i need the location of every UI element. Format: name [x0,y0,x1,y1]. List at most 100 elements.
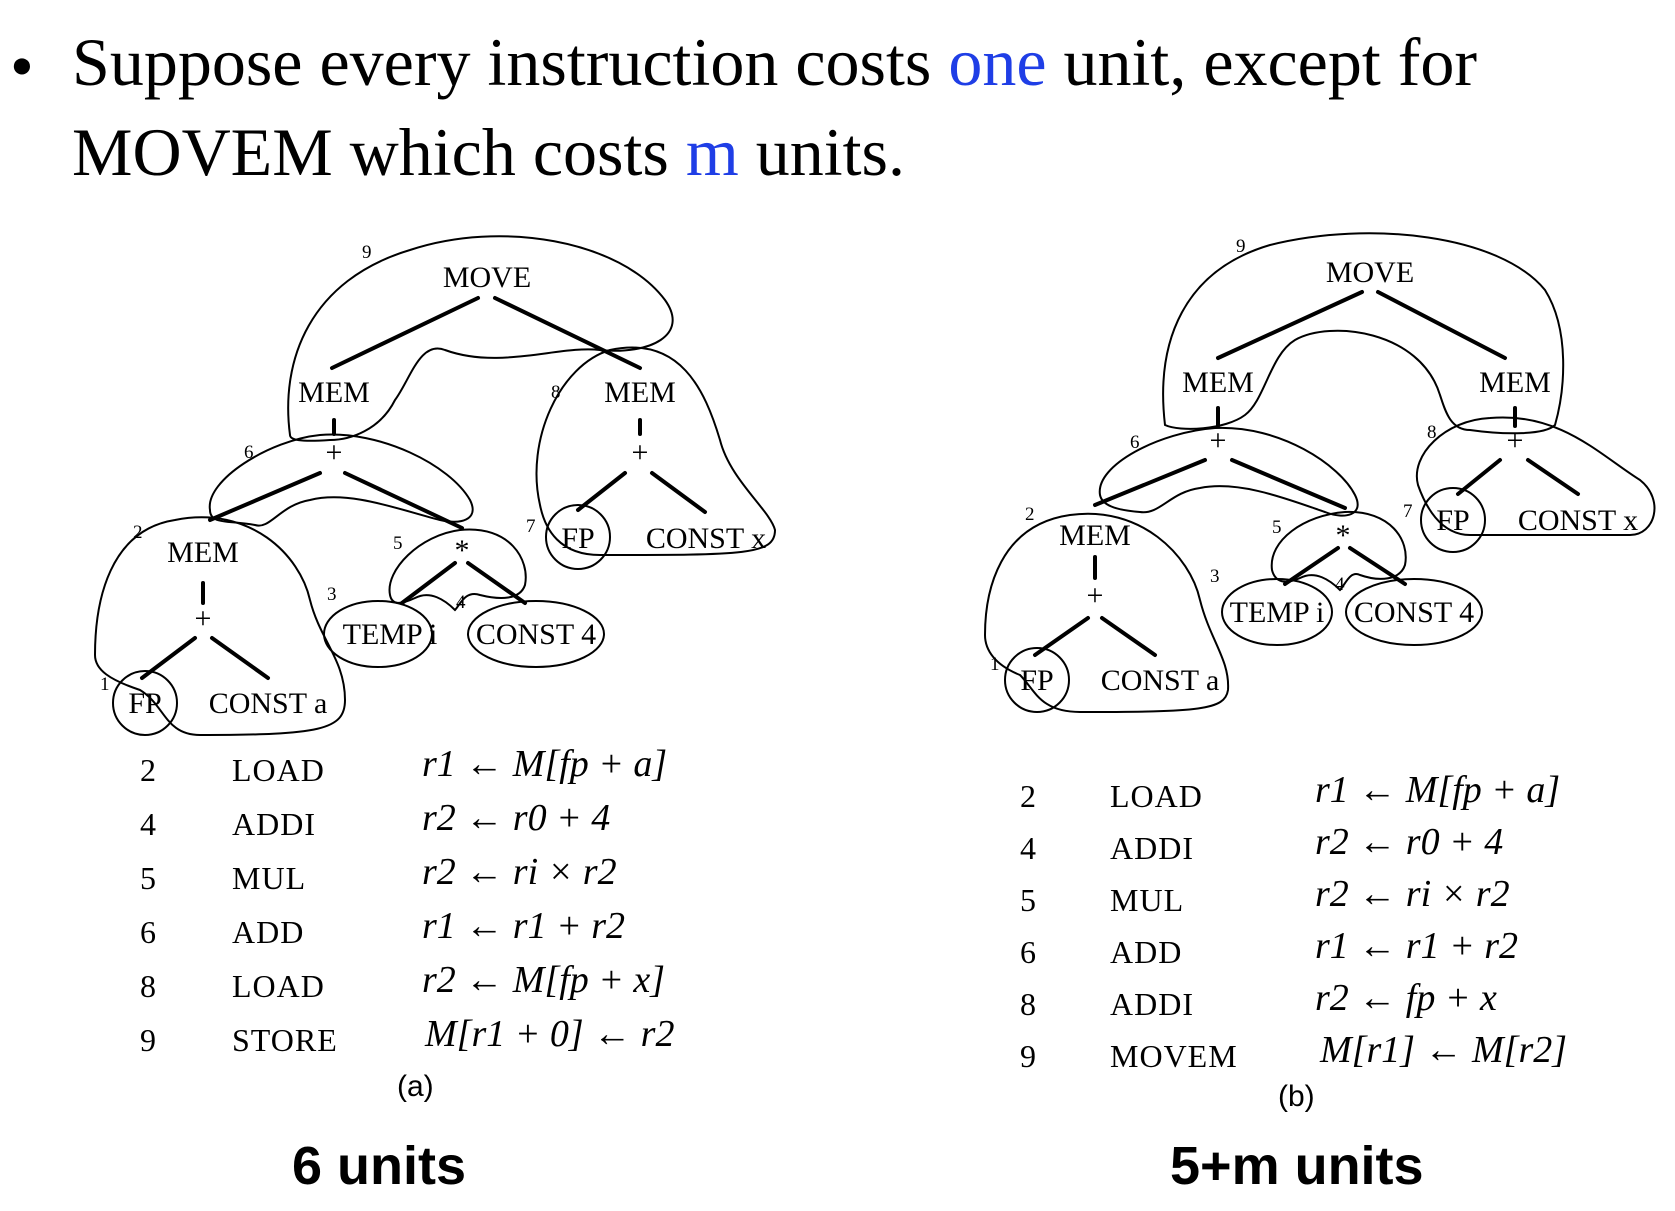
tile-number: 5 [393,533,403,554]
bullet-point: • [10,28,34,104]
node-plus: + [1210,424,1227,457]
code-opcode: ADDI [1110,986,1194,1022]
code-row: 4 ADDI r2 ← r0 + 4 [140,797,760,851]
tile-5 [388,528,527,612]
code-opcode: LOAD [1110,778,1203,814]
code-opcode: LOAD [232,968,325,1004]
node-const-x: CONST x [646,522,766,555]
tile-number: 6 [1130,432,1140,453]
tile-6 [208,433,474,527]
node-plus: + [1087,579,1104,612]
node-fp: FP [1020,664,1053,697]
tree-b: MOVE MEM MEM + + FP CONST x MEM * + TEMP… [983,232,1656,714]
tile-number: 9 [1236,236,1246,257]
tile-number: 2 [133,522,143,543]
tile-number: 4 [456,592,466,613]
code-number: 4 [140,806,156,842]
highlight-one: one [948,24,1047,100]
tile-number: 9 [362,242,372,263]
tile-number: 8 [551,382,561,403]
cost-label-b: 5+m units [1170,1136,1424,1196]
code-opcode: STORE [232,1022,338,1058]
bullet-text: unit, except for [1046,24,1478,100]
code-expression: r1 ← r1 + r2 [422,905,626,947]
tile-8 [535,346,777,557]
tree-a: MOVE MEM MEM + + FP CONST x MEM * + TEMP… [93,235,777,737]
tile-3 [1221,578,1333,646]
node-plus: + [195,602,212,635]
code-row: 6 ADD r1 ← r1 + r2 [140,905,760,959]
tile-5 [1270,510,1407,592]
tile-9 [287,235,674,442]
code-expression: r2 ← M[fp + x] [422,959,666,1001]
code-expression: r1 ← r1 + r2 [1315,925,1519,967]
tile-6 [1098,426,1359,517]
code-expression: M[r1] ← M[r2] [1320,1029,1568,1071]
code-opcode: MOVEM [1110,1038,1238,1074]
node-mem: MEM [298,376,370,409]
tile-number: 5 [1272,517,1282,538]
tile-4 [467,600,605,668]
code-row: 4 ADDI r2 ← r0 + 4 [1020,821,1640,874]
code-row: 9 STORE M[r1 + 0] ← r2 [140,1013,760,1067]
bullet-text: Suppose every instruction costs [72,24,949,100]
code-number: 6 [140,914,156,950]
code-row: 2 LOAD r1 ← M[fp + a] [1020,769,1640,822]
caption-b: (b) [1278,1080,1315,1113]
code-number: 2 [140,752,156,788]
code-expression: M[r1 + 0] ← r2 [425,1013,675,1055]
code-number: 5 [1020,882,1036,918]
tile-2 [93,516,347,737]
node-move: MOVE [1326,256,1414,289]
code-listing-b: 2 LOAD r1 ← M[fp + a] 4 ADDI r2 ← r0 + 4… [1020,769,1640,1082]
code-opcode: MUL [232,860,307,896]
tile-9 [1162,232,1565,435]
code-expression: r2 ← r0 + 4 [422,797,611,839]
bullet-text: units. [738,114,906,190]
tile-1 [1004,647,1070,713]
tile-number: 4 [1335,574,1345,595]
node-temp-i: TEMP i [343,618,438,651]
bullet-text: MOVEM which costs [72,114,686,190]
node-const-4: CONST 4 [1354,596,1474,629]
code-listing-a: 2 LOAD r1 ← M[fp + a] 4 ADDI r2 ← r0 + 4… [140,743,760,1067]
code-number: 8 [1020,986,1036,1022]
code-number: 9 [1020,1038,1036,1074]
code-expression: r2 ← ri × r2 [422,851,617,893]
node-const-4: CONST 4 [476,618,596,651]
code-number: 4 [1020,830,1036,866]
bullet-line-1: Suppose every instruction costs one unit… [72,22,1477,102]
tile-number: 3 [327,584,337,605]
node-temp-i: TEMP i [1230,596,1325,629]
code-opcode: LOAD [232,752,325,788]
code-number: 6 [1020,934,1036,970]
code-expression: r2 ← fp + x [1315,977,1497,1019]
tile-1 [112,670,178,736]
code-row: 2 LOAD r1 ← M[fp + a] [140,743,760,797]
tile-number: 6 [244,442,254,463]
node-mem: MEM [1182,366,1254,399]
code-number: 9 [140,1022,156,1058]
code-expression: r1 ← M[fp + a] [1315,769,1561,811]
tile-4 [1345,578,1483,646]
bullet-line-2: MOVEM which costs m units. [72,112,905,192]
node-const-a: CONST a [1101,664,1220,697]
tile-number: 1 [100,674,110,695]
node-fp: FP [561,522,594,555]
node-fp: FP [128,687,161,720]
tile-8 [1415,416,1656,536]
code-row: 9 MOVEM M[r1] ← M[r2] [1020,1029,1640,1082]
node-mem: MEM [167,536,239,569]
tile-number: 1 [990,654,1000,675]
code-opcode: ADDI [232,806,316,842]
tile-number: 2 [1025,504,1035,525]
tile-7 [545,504,611,570]
tile-3 [323,600,433,668]
code-row: 5 MUL r2 ← ri × r2 [140,851,760,905]
code-number: 5 [140,860,156,896]
tile-2 [983,512,1230,714]
code-expression: r2 ← ri × r2 [1315,873,1510,915]
code-expression: r1 ← M[fp + a] [422,743,668,785]
node-times: * [455,534,470,567]
